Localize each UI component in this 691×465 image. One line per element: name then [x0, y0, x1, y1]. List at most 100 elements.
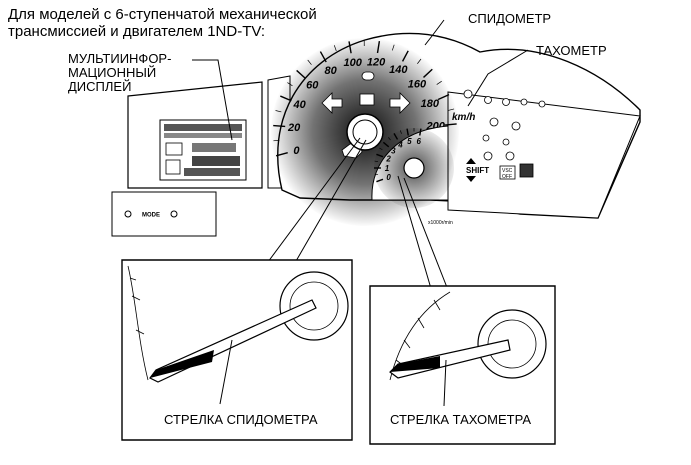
security-icon — [489, 117, 499, 127]
coolant-temp-icon — [502, 98, 510, 106]
tachometer-leader — [467, 49, 529, 107]
speedometer-needle-detail: СТРЕЛКА СПИДОМЕТРА — [121, 259, 353, 441]
fuel-icon — [482, 134, 490, 142]
minor-tick — [374, 160, 379, 163]
speedometer-label: СПИДОМЕТР — [468, 11, 552, 26]
major-tick — [348, 41, 352, 54]
tick-label: 5 — [407, 137, 412, 146]
brake-warning-icon — [511, 121, 521, 131]
minor-tick — [333, 45, 337, 52]
major-tick — [406, 128, 409, 136]
speedometer-leader — [424, 19, 445, 46]
multi-display-leader — [192, 59, 233, 141]
tick-label: 100 — [343, 57, 362, 69]
minor-tick — [417, 58, 422, 64]
multi-info-display-housing — [127, 75, 291, 189]
multi-display-label: МУЛЬТИИНФОР- МАЦИОННЫЙ ДИСПЛЕЙ — [68, 52, 171, 94]
major-tick — [273, 124, 286, 128]
tick-label: 4 — [397, 140, 403, 149]
minor-tick — [307, 59, 312, 65]
shift-up-arrow-icon — [466, 158, 476, 164]
tachometer-unit: x1000r/min — [428, 220, 453, 226]
slip-indicator-icon — [519, 163, 534, 178]
minor-tick — [374, 173, 379, 176]
minor-tick — [448, 108, 455, 111]
tachometer-needle-hub — [403, 157, 425, 179]
minor-tick — [275, 110, 282, 113]
vsc-off-label: OFF — [502, 174, 512, 180]
major-tick — [296, 69, 307, 79]
minor-tick — [273, 139, 280, 142]
header-line-2: трансмиссией и двигателем 1ND-TV: — [8, 23, 265, 40]
tachometer-needle-detail: СТРЕЛКА ТАХОМЕТРА — [369, 285, 556, 445]
seatbelt-icon — [359, 93, 375, 106]
multi-display-label-line-2: МАЦИОННЫЙ — [68, 65, 157, 80]
high-beam-icon — [361, 71, 375, 81]
speedometer-unit: km/h — [452, 112, 475, 123]
tick-label: 2 — [385, 155, 391, 164]
major-tick — [319, 51, 327, 63]
minor-tick — [287, 82, 293, 87]
tachometer-label: ТАХОМЕТР — [536, 43, 607, 58]
tick-label: 40 — [293, 99, 307, 111]
mode-right-indicator — [170, 210, 178, 218]
major-tick — [275, 152, 288, 157]
minor-tick — [379, 147, 383, 151]
major-tick — [376, 153, 384, 158]
warning-indicators: SHIFT VSC OFF — [463, 89, 546, 182]
left-turn-signal-icon — [321, 92, 343, 114]
mode-left-indicator — [124, 210, 132, 218]
abs-icon — [483, 151, 493, 161]
shift-indicator-label: SHIFT — [466, 166, 489, 175]
major-tick — [437, 93, 450, 101]
major-tick — [280, 95, 292, 102]
tick-label: 160 — [408, 78, 427, 90]
major-tick — [376, 178, 384, 183]
tick-label: 0 — [293, 145, 300, 157]
tick-label: 3 — [391, 146, 396, 155]
major-tick — [382, 141, 390, 148]
multi-display-label-line-1: МУЛЬТИИНФОР- — [68, 51, 172, 66]
minor-tick — [436, 80, 442, 85]
battery-icon — [502, 138, 510, 146]
major-tick — [419, 128, 422, 136]
fog-light-icon — [538, 100, 546, 108]
oil-pressure-icon — [484, 96, 492, 104]
major-tick — [444, 123, 457, 126]
tick-label: 1 — [385, 164, 390, 173]
vsc-label: VSC — [502, 168, 513, 174]
minor-tick — [391, 44, 395, 51]
tick-label: 20 — [287, 122, 301, 134]
tick-label: 6 — [416, 137, 421, 146]
tachometer-needle-label: СТРЕЛКА ТАХОМЕТРА — [390, 412, 531, 427]
speedometer-needle-label: СТРЕЛКА СПИДОМЕТРА — [164, 412, 318, 427]
minor-tick — [399, 130, 402, 134]
tachometer-ticks — [374, 128, 422, 183]
minor-tick — [388, 137, 391, 141]
major-tick — [393, 133, 399, 140]
tick-label: 0 — [386, 173, 391, 182]
mode-panel: MODE — [111, 191, 217, 237]
major-tick — [376, 41, 381, 54]
leader-lines — [192, 19, 529, 141]
shift-down-arrow-icon — [466, 176, 476, 182]
multi-display-label-line-3: ДИСПЛЕЙ — [68, 79, 132, 94]
major-tick — [423, 68, 433, 78]
tick-label: 80 — [324, 65, 337, 77]
speedometer-ticks — [273, 40, 457, 157]
right-turn-signal-icon — [389, 92, 411, 114]
vsc-off-indicator — [499, 165, 516, 180]
tick-label: 140 — [389, 64, 408, 76]
header-line-1: Для моделей с 6-ступенчатой механической — [8, 6, 317, 23]
tick-label: 120 — [367, 57, 386, 69]
tick-label: 180 — [421, 98, 440, 110]
airbag-icon — [505, 151, 515, 161]
mode-button-label[interactable]: MODE — [142, 213, 160, 219]
engine-warning-icon — [463, 89, 473, 99]
header-text: Для моделей с 6-ступенчатой механической… — [8, 6, 317, 40]
tick-label: 60 — [306, 79, 319, 91]
